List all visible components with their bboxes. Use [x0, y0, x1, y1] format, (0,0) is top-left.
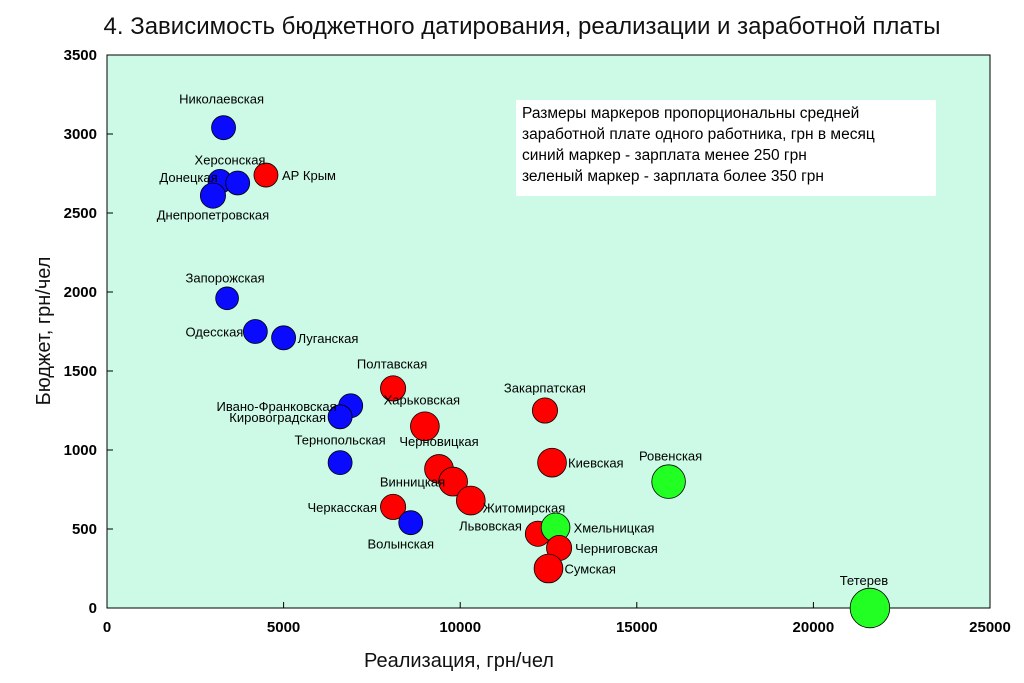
data-point — [380, 493, 407, 520]
point-labels: НиколаевскаяХерсонскаяДонецкаяДнепропетр… — [157, 92, 888, 588]
x-tick-label: 5000 — [267, 619, 300, 636]
data-point-label: Черновицкая — [399, 434, 478, 449]
data-points — [199, 115, 891, 629]
y-tick-label: 3500 — [64, 47, 97, 64]
data-point-label: Запорожская — [186, 270, 265, 285]
data-point-label: Тернопольская — [295, 433, 386, 448]
data-point — [455, 485, 486, 516]
x-tick-label: 0 — [103, 619, 111, 636]
legend-note-line: Размеры маркеров пропорциональны средней — [522, 105, 860, 122]
data-point — [211, 115, 236, 141]
data-point-label: Киевская — [568, 456, 624, 471]
data-point-label: Закарпатская — [504, 381, 586, 396]
data-point-label: Кировоградская — [229, 410, 326, 425]
legend-note: Размеры маркеров пропорциональны средней… — [516, 100, 936, 196]
data-point — [253, 162, 279, 188]
data-point-label: Харьковская — [384, 392, 460, 407]
data-point — [327, 404, 353, 430]
y-tick-label: 1500 — [64, 363, 97, 380]
data-point-label: Львовская — [459, 519, 522, 534]
y-tick-label: 2500 — [64, 205, 97, 222]
data-point — [225, 170, 251, 196]
data-point-label: Винницкая — [380, 475, 445, 490]
data-point — [380, 375, 407, 402]
data-point-label: Хмельницкая — [574, 520, 655, 535]
data-point-label: Херсонская — [195, 152, 266, 167]
data-point-label: Ивано-Франковская — [217, 399, 337, 414]
data-point-label: Черкасская — [308, 500, 378, 515]
data-point — [199, 182, 226, 209]
data-point — [533, 553, 564, 584]
data-point-label: Черниговская — [575, 541, 658, 556]
data-point — [327, 450, 353, 476]
legend-note-line: синий маркер - зарплата менее 250 грн — [522, 147, 807, 164]
y-tick-label: 2000 — [64, 284, 97, 301]
data-point-label: Донецкая — [159, 170, 217, 185]
legend-note-line: зеленый маркер - зарплата более 350 грн — [522, 168, 824, 185]
data-point-label: Житомирская — [483, 501, 565, 516]
y-tick-label: 0 — [89, 600, 97, 617]
y-tick-label: 3000 — [64, 126, 97, 143]
axes: 0 5000 10000 15000 20000 25000 0 500 1000 1500 200… — [64, 47, 1011, 636]
data-point — [531, 397, 558, 424]
data-point-label: АР Крым — [282, 168, 336, 183]
y-tick-label: 500 — [72, 521, 97, 538]
x-tick-label: 20000 — [793, 619, 835, 636]
data-point-label: Луганская — [298, 331, 359, 346]
data-point-label: Николаевская — [179, 92, 264, 107]
data-point — [215, 286, 239, 311]
data-point — [849, 587, 891, 629]
data-point — [242, 319, 268, 344]
data-point-label: Одесская — [185, 325, 243, 340]
data-point-label: Тетерев — [840, 573, 889, 588]
data-point-label: Днепропетровская — [157, 208, 269, 223]
x-tick-label: 15000 — [616, 619, 658, 636]
x-tick-label: 25000 — [969, 619, 1011, 636]
data-point-label: Волынская — [368, 537, 434, 552]
data-point — [651, 464, 686, 499]
data-point — [438, 466, 468, 497]
data-point — [410, 411, 440, 442]
data-point — [398, 510, 424, 536]
chart-title: 4. Зависимость бюджетного датирования, р… — [104, 13, 941, 40]
data-point-label: Полтавская — [357, 356, 427, 371]
data-point — [271, 325, 297, 351]
x-axis-title: Реализация, грн/чел — [364, 650, 554, 672]
data-point-label: Сумская — [565, 562, 616, 577]
y-axis-title: Бюджет, грн/чел — [33, 257, 55, 406]
x-tick-label: 10000 — [439, 619, 481, 636]
data-point-label: Ровенская — [639, 449, 702, 464]
y-tick-label: 1000 — [64, 442, 97, 459]
legend-note-line: заработной плате одного работника, грн в… — [522, 126, 875, 143]
data-point — [537, 447, 567, 478]
